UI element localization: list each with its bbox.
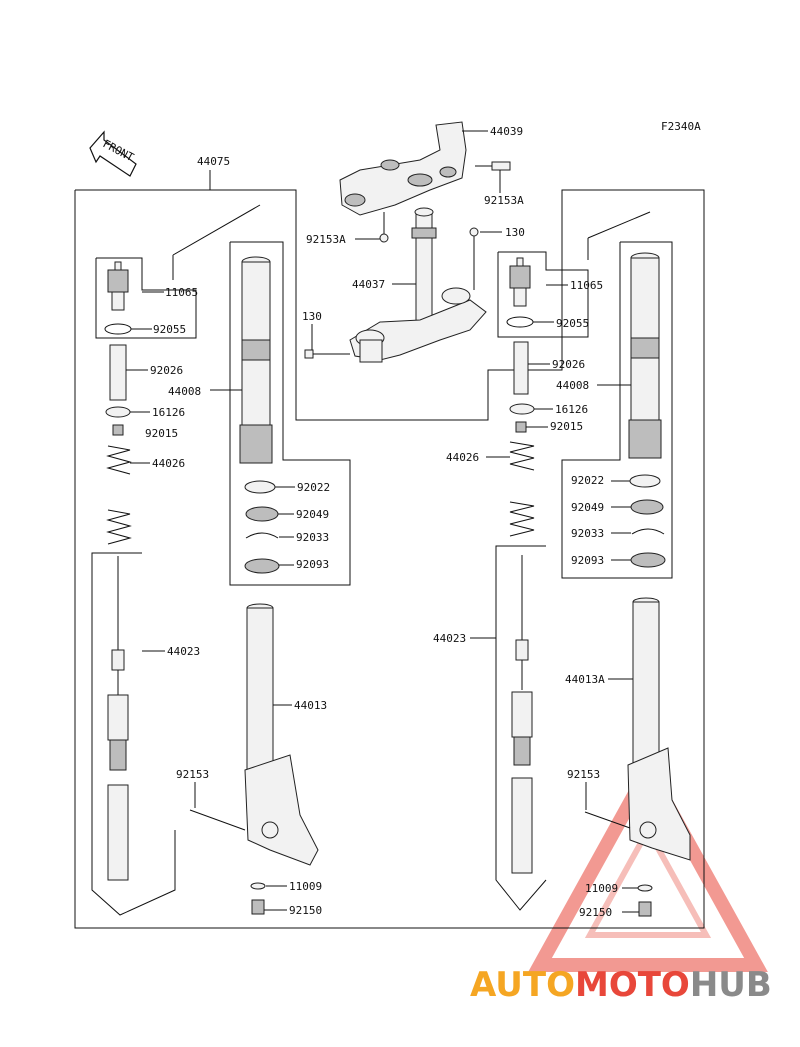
label-44008-right: 44008 bbox=[556, 379, 589, 392]
oring-92055-right bbox=[506, 316, 534, 328]
label-92015-right: 92015 bbox=[550, 420, 583, 433]
washer-11009-right bbox=[637, 884, 653, 892]
label-92026-left: 92026 bbox=[150, 364, 183, 377]
outer-tube-44013-left bbox=[244, 603, 319, 866]
spring-44026-right bbox=[509, 441, 535, 537]
label-44008-left: 44008 bbox=[168, 385, 201, 398]
upper-bracket bbox=[339, 121, 467, 216]
label-92026-right: 92026 bbox=[552, 358, 585, 371]
washer-11009-left bbox=[250, 882, 266, 890]
washer-92022-right bbox=[629, 474, 661, 488]
label-11009-left: 11009 bbox=[289, 880, 322, 893]
label-44023-right: 44023 bbox=[433, 632, 466, 645]
fork-tube-44008-right bbox=[628, 252, 662, 459]
bolt-92153-left bbox=[189, 809, 246, 831]
watermark-moto: MOTO bbox=[575, 965, 690, 1005]
washer-92022-left bbox=[244, 480, 276, 494]
damper-rod-44023-right bbox=[511, 555, 533, 874]
label-92015-left: 92015 bbox=[145, 427, 178, 440]
spacer-92026-left bbox=[109, 344, 127, 401]
seal-92093-left bbox=[244, 558, 280, 574]
label-92055-right: 92055 bbox=[556, 317, 589, 330]
label-44013a: 44013A bbox=[565, 673, 605, 686]
label-92093-right: 92093 bbox=[571, 554, 604, 567]
label-92150-left: 92150 bbox=[289, 904, 322, 917]
bushing-92049-right bbox=[630, 499, 664, 515]
label-16126-left: 16126 bbox=[152, 406, 185, 419]
bolt-130-left bbox=[304, 349, 350, 359]
fork-tube-44008-left bbox=[239, 256, 273, 464]
label-44075: 44075 bbox=[197, 155, 230, 168]
label-92153-left: 92153 bbox=[176, 768, 209, 781]
label-11065-left: 11065 bbox=[165, 286, 198, 299]
washer-16126-right bbox=[509, 403, 535, 415]
label-92150-right: 92150 bbox=[579, 906, 612, 919]
fork-cap-bolt-right bbox=[509, 257, 531, 307]
label-92153a-left: 92153A bbox=[306, 233, 346, 246]
oring-92055-left bbox=[104, 323, 132, 335]
label-44039: 44039 bbox=[490, 125, 523, 138]
fork-cap-bolt-left bbox=[107, 261, 129, 311]
label-92022-right: 92022 bbox=[571, 474, 604, 487]
label-92049-left: 92049 bbox=[296, 508, 329, 521]
seal-92093-right bbox=[630, 552, 666, 568]
svg-text:AUTOMOTOHUB: AUTOMOTOHUB bbox=[470, 965, 772, 1005]
label-92055-left: 92055 bbox=[153, 323, 186, 336]
steering-stem bbox=[349, 207, 487, 363]
label-44013: 44013 bbox=[294, 699, 327, 712]
label-92093-left: 92093 bbox=[296, 558, 329, 571]
label-92153-right: 92153 bbox=[567, 768, 600, 781]
bolt-92150-right bbox=[638, 901, 652, 917]
label-44026-right: 44026 bbox=[446, 451, 479, 464]
label-44023-left: 44023 bbox=[167, 645, 200, 658]
part-92015-left bbox=[112, 424, 124, 436]
bolt-92150-left bbox=[251, 899, 265, 915]
label-16126-right: 16126 bbox=[555, 403, 588, 416]
label-11009-right: 11009 bbox=[585, 882, 618, 895]
outer-tube-44013a bbox=[627, 597, 691, 861]
bushing-92049-left bbox=[245, 506, 279, 522]
watermark-auto: AUTO bbox=[470, 965, 575, 1005]
bolt-92153-right bbox=[584, 811, 631, 829]
front-arrow-icon: FRONT bbox=[89, 130, 137, 177]
label-44026-left: 44026 bbox=[152, 457, 185, 470]
watermark-hub: HUB bbox=[690, 965, 772, 1005]
bolt-130-right bbox=[469, 227, 479, 290]
watermark-triangle bbox=[528, 755, 768, 972]
bolt-92153a-left bbox=[379, 212, 389, 243]
label-92022-left: 92022 bbox=[297, 481, 330, 494]
spring-44026-left bbox=[106, 445, 132, 545]
bolt-92153a-top bbox=[475, 161, 511, 171]
label-11065-right: 11065 bbox=[570, 279, 603, 292]
spacer-92026-right bbox=[513, 341, 529, 395]
label-92049-right: 92049 bbox=[571, 501, 604, 514]
watermark-logo: AUTOMOTOHUB bbox=[470, 965, 772, 1005]
clip-92033-left bbox=[245, 532, 279, 539]
label-92033-left: 92033 bbox=[296, 531, 329, 544]
part-92015-right bbox=[515, 421, 527, 433]
label-92153a-top: 92153A bbox=[484, 194, 524, 207]
label-44037: 44037 bbox=[352, 278, 385, 291]
label-130-left: 130 bbox=[302, 310, 322, 323]
label-92033-right: 92033 bbox=[571, 527, 604, 540]
clip-92033-right bbox=[631, 528, 665, 535]
assembly-outline bbox=[74, 189, 705, 929]
figure-code: F2340A bbox=[661, 120, 701, 133]
washer-16126-left bbox=[105, 406, 131, 418]
label-130-right: 130 bbox=[505, 226, 525, 239]
damper-rod-44023-left bbox=[107, 556, 129, 881]
